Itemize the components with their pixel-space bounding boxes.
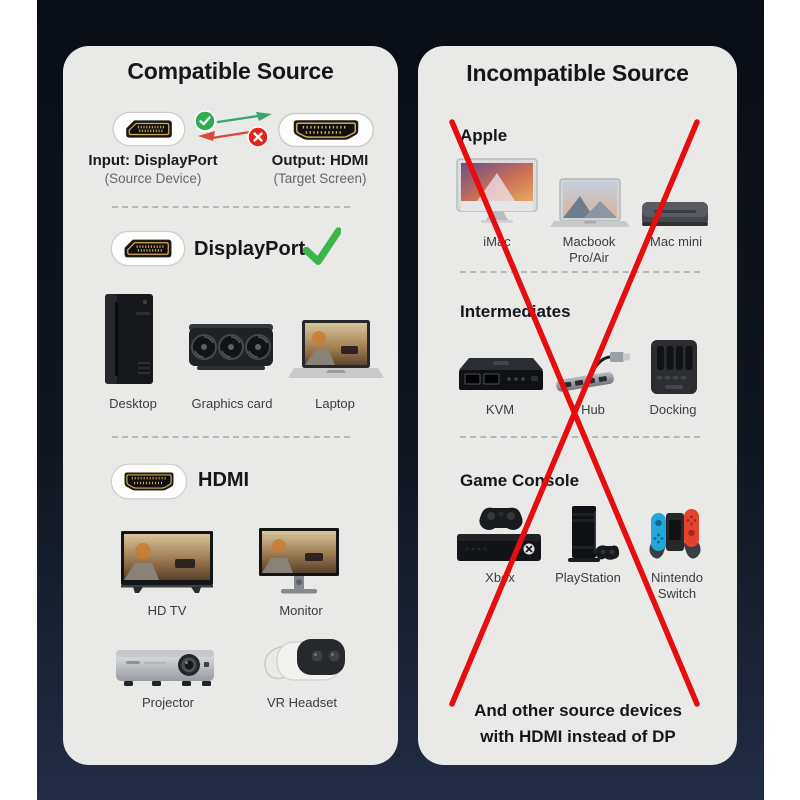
hdmi-label: HDMI: [198, 469, 250, 491]
device-label: Monitor: [279, 603, 323, 618]
playstation-image: [558, 504, 620, 568]
device-label: Laptop: [315, 396, 355, 411]
footer-text-line2: with HDMI instead of DP: [480, 727, 676, 746]
output-title: Output: HDMI: [271, 152, 369, 169]
section-heading-intermediates: Intermediates: [460, 302, 571, 321]
displayport-connector-icon: [110, 230, 186, 267]
vr-headset-image: [257, 630, 349, 692]
macbook-image: [549, 177, 631, 231]
input-subtitle: (Source Device): [104, 171, 202, 186]
xbox-image: [455, 503, 545, 567]
laptop-image: [287, 318, 385, 384]
output-subtitle: (Target Screen): [273, 171, 367, 186]
device-label: Projector: [141, 695, 195, 710]
compatible-title: Compatible Source: [127, 58, 334, 84]
imac-image: [455, 157, 539, 227]
device-label: KVM: [485, 402, 515, 417]
hdmi-connector-icon: [277, 112, 375, 148]
usb-hub-image: [554, 348, 634, 396]
projector-image: [114, 644, 216, 690]
displayport-connector-icon: [112, 111, 186, 147]
input-title: Input: DisplayPort: [88, 152, 218, 169]
mac-mini-image: [640, 198, 710, 230]
device-label: iMac: [483, 234, 511, 249]
displayport-label: DisplayPort: [194, 238, 306, 260]
graphics-card-image: [187, 316, 275, 378]
device-label: Xbox: [485, 570, 515, 585]
arrow-left-icon: [198, 126, 254, 144]
dashed-divider: [112, 436, 350, 438]
kvm-image: [457, 354, 545, 396]
device-label: Desktop: [109, 396, 157, 411]
hdmi-connector-icon: [110, 463, 188, 500]
device-label: PlayStation: [555, 570, 621, 585]
device-label: VR Headset: [266, 695, 338, 710]
device-label: Macbook Pro/Air: [562, 234, 616, 265]
big-checkmark-icon: [303, 219, 341, 275]
desktop-image: [100, 292, 158, 388]
device-label: HD TV: [147, 603, 187, 618]
section-heading-apple: Apple: [460, 126, 508, 145]
docking-station-image: [649, 338, 699, 396]
incompatible-title: Incompatible Source: [466, 60, 689, 86]
nintendo-switch-image: [642, 503, 708, 565]
device-label: Mac mini: [649, 234, 702, 249]
footer-text-line1: And other source devices: [474, 701, 682, 720]
dashed-divider: [112, 206, 350, 208]
arrow-right-icon: [214, 110, 274, 128]
dashed-divider: [460, 436, 700, 438]
check-circle-icon: [194, 110, 216, 132]
dashed-divider: [460, 271, 700, 273]
monitor-image: [257, 526, 341, 595]
hdtv-image: [119, 529, 215, 595]
device-label: Hub: [581, 402, 605, 417]
section-heading-game-console: Game Console: [460, 471, 580, 490]
device-label: Graphics card: [191, 396, 273, 411]
device-label: Docking: [649, 402, 697, 417]
device-label: Nintendo Switch: [650, 570, 704, 601]
cross-circle-icon: [247, 126, 269, 148]
